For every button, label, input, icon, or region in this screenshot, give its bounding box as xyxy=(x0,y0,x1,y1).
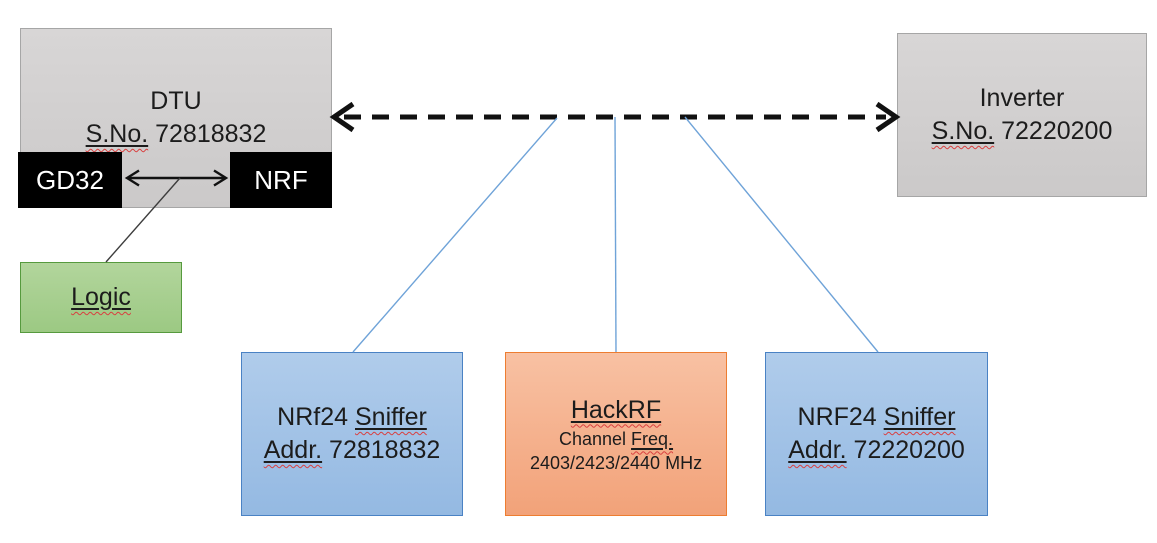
tap-line-hackrf xyxy=(614,116,617,353)
sniffer-right-name: NRF24 xyxy=(797,403,877,431)
dtu-serial-number: 72818832 xyxy=(155,120,267,148)
nrf-label: NRF xyxy=(254,164,308,195)
inverter-node: Inverter S.No. 72220200 xyxy=(897,33,1147,197)
inverter-serial-line: S.No. 72220200 xyxy=(932,115,1113,148)
hackrf-node: HackRF Channel Freq. 2403/2423/2440 MHz xyxy=(505,352,727,516)
gd32-label: GD32 xyxy=(36,164,104,195)
inverter-serial-label-underline: S.No. xyxy=(931,117,995,145)
sniffer-tap-lines xyxy=(352,116,879,353)
logic-label: Logic xyxy=(71,281,131,314)
sniffer-right-address: 72220200 xyxy=(853,436,965,464)
sniffer-left-title: NRf24 Sniffer xyxy=(277,401,427,434)
inverter-serial-number: 72220200 xyxy=(1001,117,1113,145)
sniffer-right-title: NRF24 Sniffer xyxy=(798,401,956,434)
logic-node: Logic xyxy=(20,262,182,333)
sniffer-left-type-underline: Sniffer xyxy=(355,403,427,431)
tap-line-sniffer-right xyxy=(684,116,879,353)
sniffer-left-addr-line: Addr. 72818832 xyxy=(264,434,441,467)
inverter-title: Inverter xyxy=(979,84,1065,112)
hackrf-channel-word: Channel xyxy=(558,428,627,449)
dtu-serial-label-underline: S.No. xyxy=(85,120,149,148)
gd32-node: GD32 xyxy=(18,152,122,208)
sniffer-left-addr-label-underline: Addr. xyxy=(263,436,323,464)
hackrf-channel-line: Channel Freq. xyxy=(559,427,673,451)
hackrf-title-underline: HackRF xyxy=(570,395,662,424)
sniffer-right-addr-line: Addr. 72220200 xyxy=(788,434,965,467)
dtu-title: DTU xyxy=(150,87,202,115)
nrf-node: NRF xyxy=(230,152,332,208)
logic-label-underline: Logic xyxy=(71,283,131,311)
sniffer-right-type-underline: Sniffer xyxy=(883,403,956,431)
tap-line-sniffer-left xyxy=(352,117,558,353)
sniffer-left-name: NRf24 xyxy=(277,403,349,431)
sniffer-left-node: NRf24 Sniffer Addr. 72818832 xyxy=(241,352,463,516)
sniffer-right-node: NRF24 Sniffer Addr. 72220200 xyxy=(765,352,988,516)
hackrf-title: HackRF xyxy=(571,394,661,427)
hackrf-freq-word-underline: Freq. xyxy=(631,428,674,449)
sniffer-left-address: 72818832 xyxy=(329,436,441,464)
dtu-inverter-dashed-arrow xyxy=(329,101,901,133)
sniffer-right-addr-label-underline: Addr. xyxy=(788,436,847,464)
hackrf-frequencies: 2403/2423/2440 MHz xyxy=(529,452,703,473)
dtu-serial-line: S.No. 72818832 xyxy=(86,118,267,151)
